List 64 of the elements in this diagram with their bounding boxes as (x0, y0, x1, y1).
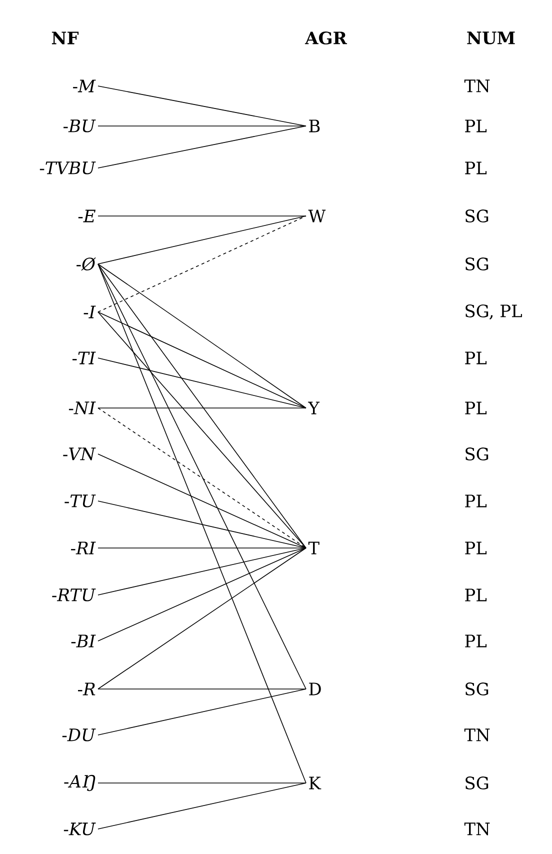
number-value: PL (465, 162, 487, 174)
connector-line (98, 264, 306, 784)
connector-line (98, 312, 306, 548)
number-value: SG (466, 210, 488, 222)
connector-line (98, 264, 306, 548)
connector-line (98, 500, 306, 548)
connector-line (98, 264, 306, 408)
number-value: PL (465, 352, 487, 364)
number-value: SG (466, 682, 488, 696)
agreement-label: D (309, 682, 321, 696)
connector-line (98, 782, 306, 830)
suffix-label: -E (78, 210, 96, 222)
number-value: SG, PL (466, 304, 522, 320)
connector-line (98, 86, 306, 126)
column-header: NF (52, 32, 79, 44)
suffix-label: -BI (71, 634, 96, 648)
suffix-label: -I (84, 306, 96, 318)
suffix-label: -TI (72, 352, 96, 364)
connector-line (98, 358, 306, 408)
number-value: TN (464, 80, 490, 92)
column-header: NUM (467, 32, 515, 44)
connector-line (98, 548, 306, 642)
number-value: PL (465, 634, 487, 648)
suffix-label: -DU (62, 728, 96, 742)
number-value: SG (466, 776, 488, 790)
suffix-label: -KU (64, 822, 96, 836)
connector-line (98, 548, 306, 690)
column-header: AGR (304, 32, 348, 44)
connector-line (98, 454, 306, 548)
agreement-label: B (309, 120, 320, 132)
number-value: TN (464, 822, 490, 836)
number-value: PL (465, 402, 487, 414)
agreement-label: T (308, 542, 320, 554)
connector-line (98, 782, 306, 784)
number-value: PL (465, 542, 487, 554)
suffix-label: -RI (71, 542, 96, 554)
suffix-label: -Ø (76, 257, 96, 271)
number-value: PL (465, 588, 487, 602)
number-value: SG (466, 258, 488, 270)
suffix-label: -R (78, 682, 96, 696)
connector-line (98, 408, 306, 548)
connector-line (98, 688, 306, 690)
connector-line (98, 312, 306, 408)
connector-line (98, 126, 306, 168)
connector-line (98, 216, 306, 264)
suffix-label: -BU (64, 120, 96, 132)
number-value: SG (466, 448, 488, 460)
suffix-label: -TU (64, 494, 96, 508)
suffix-label: -TVBU (40, 162, 96, 174)
agreement-label: Y (308, 402, 320, 414)
suffix-label: -M (73, 80, 96, 92)
suffix-label: -AŊ (64, 774, 96, 792)
number-value: PL (465, 494, 487, 508)
connector-line (98, 688, 306, 736)
connector-line (98, 216, 306, 312)
agreement-label: W (308, 210, 326, 222)
suffix-label: -NI (68, 402, 96, 414)
connector-line (98, 264, 306, 690)
agreement-label: K (309, 776, 322, 790)
suffix-label: -RTU (52, 588, 96, 602)
number-value: TN (464, 728, 490, 742)
suffix-label: -VN (63, 448, 96, 460)
number-value: PL (465, 120, 487, 132)
connector-line (98, 548, 306, 596)
